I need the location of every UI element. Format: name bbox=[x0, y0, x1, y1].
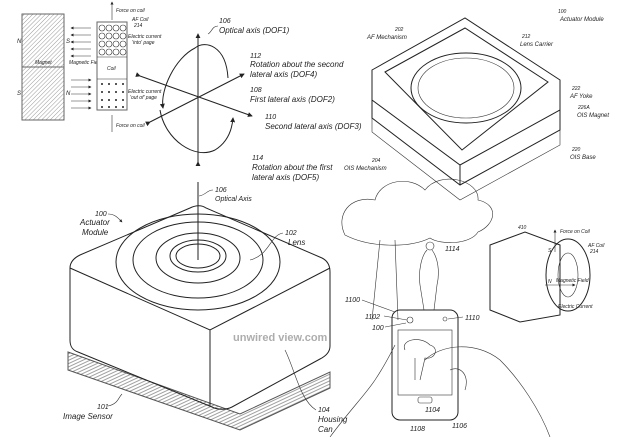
rotation-second-number: 112 bbox=[250, 53, 261, 60]
label-1102: 1102 bbox=[365, 314, 380, 321]
af-mechanism-number: 202 bbox=[394, 27, 404, 33]
field-arrows bbox=[70, 26, 92, 110]
housing-number: 104 bbox=[318, 407, 330, 414]
rotation-second-label: Rotation about the second bbox=[250, 60, 344, 69]
rotation-first-label: Rotation about the first bbox=[252, 163, 333, 172]
inset-af-coil-number: 214 bbox=[589, 249, 599, 255]
lens-carrier bbox=[410, 52, 522, 124]
yoke-number: 222 bbox=[571, 86, 581, 92]
ois-magnet-number: 226A bbox=[577, 105, 590, 111]
lens-number: 102 bbox=[285, 230, 297, 237]
housing-label: Housing bbox=[318, 415, 348, 424]
label-100: 100 bbox=[372, 325, 384, 332]
image-sensor bbox=[67, 351, 331, 431]
watermark: unwired view.com bbox=[233, 332, 328, 344]
phone bbox=[391, 309, 459, 421]
module-number: 100 bbox=[95, 211, 107, 218]
magnetic-field-label: Magnetic Field bbox=[69, 60, 102, 66]
inset-pole-n: N bbox=[548, 279, 552, 285]
ois-mechanism-label: OIS Mechanism bbox=[344, 166, 387, 172]
magnet-label: Magnet bbox=[35, 60, 52, 66]
housing-label-2: Can bbox=[318, 425, 333, 434]
optical-axis-label: Optical axis (DOF1) bbox=[219, 26, 290, 35]
label-1110: 1110 bbox=[465, 315, 480, 322]
degrees-of-freedom-diagram: 106 Optical axis (DOF1) 112 Rotation abo… bbox=[135, 18, 362, 182]
inset-field-label: Magnetic Field bbox=[556, 278, 589, 284]
label-1106: 1106 bbox=[452, 423, 467, 430]
inset-number: 410 bbox=[518, 225, 527, 231]
sensor-number: 101 bbox=[97, 404, 109, 411]
phone-usage-scene: 1114 1100 1102 100 1110 1104 1108 1106 bbox=[329, 178, 551, 437]
first-lateral-number: 108 bbox=[250, 87, 262, 94]
second-lateral-label: Second lateral axis (DOF3) bbox=[265, 122, 362, 131]
first-lateral-label: First lateral axis (DOF2) bbox=[250, 95, 335, 104]
magnet-coil-diagram: N S S N Magnet Magnetic Field Coil Force… bbox=[17, 1, 162, 132]
current-out-label-2: 'out of' page bbox=[130, 95, 157, 101]
af-mechanism-label: AF Mechanism bbox=[366, 35, 407, 41]
lens-label: Lens bbox=[288, 238, 305, 247]
ois-base-number: 220 bbox=[571, 147, 581, 153]
second-lateral-number: 110 bbox=[265, 114, 276, 121]
coil-inset: 410 Force on Coil AF Coil 214 Magnetic F… bbox=[489, 225, 605, 323]
ois-mechanism-number: 204 bbox=[371, 158, 381, 164]
pole-label: S bbox=[66, 39, 70, 45]
person bbox=[419, 249, 439, 311]
yoke-label: AF Yoke bbox=[569, 94, 593, 100]
inset-force-label: Force on Coil bbox=[560, 229, 591, 235]
ois-magnet-label: OIS Magnet bbox=[577, 113, 609, 119]
module-label: Actuator bbox=[79, 218, 110, 227]
sensor-label: Image Sensor bbox=[63, 412, 113, 421]
current-in-label-2: 'into' page bbox=[132, 40, 155, 46]
optical-axis-number: 106 bbox=[219, 18, 231, 25]
ois-base-label: OIS Base bbox=[570, 155, 596, 161]
force-label-bottom: Force on coil bbox=[116, 123, 146, 129]
af-coil-number: 214 bbox=[133, 23, 143, 29]
label-1114: 1114 bbox=[445, 246, 460, 253]
inset-af-coil-label: AF Coil bbox=[587, 243, 605, 249]
housing-can bbox=[69, 205, 331, 410]
inset-current-label: Electric Current bbox=[558, 304, 593, 310]
current-in-label: Electric current bbox=[128, 34, 162, 40]
force-label-top: Force on coil bbox=[116, 8, 146, 14]
module-number: 100 bbox=[558, 9, 567, 15]
optical-axis-label: Optical Axis bbox=[215, 196, 252, 203]
actuator-module-view: 106 Optical Axis 100 Actuator Module 102… bbox=[63, 182, 348, 434]
rotation-second-label-2: lateral axis (DOF4) bbox=[250, 70, 317, 79]
coil-label: Coil bbox=[107, 66, 117, 72]
actuator-detail-view: 100 Actuator Module 202 AF Mechanism 212… bbox=[344, 9, 609, 201]
label-1100: 1100 bbox=[345, 297, 360, 304]
label-1104: 1104 bbox=[425, 407, 440, 414]
module-label: Actuator Module bbox=[559, 17, 604, 23]
rotation-first-number: 114 bbox=[252, 155, 263, 162]
carrier-number: 212 bbox=[521, 34, 531, 40]
inset-pole-s: S bbox=[548, 248, 552, 254]
pole-label: N bbox=[66, 91, 71, 97]
carrier-label: Lens Carrier bbox=[520, 42, 554, 48]
pole-label: S bbox=[17, 91, 21, 97]
optical-axis-number: 106 bbox=[215, 187, 227, 194]
tree-canopy bbox=[341, 178, 493, 246]
rotation-first-label-2: lateral axis (DOF5) bbox=[252, 173, 319, 182]
af-coil-label: AF Coil bbox=[131, 17, 149, 23]
label-1108: 1108 bbox=[410, 426, 425, 433]
module-label-2: Module bbox=[82, 228, 109, 237]
pole-label: N bbox=[17, 39, 22, 45]
